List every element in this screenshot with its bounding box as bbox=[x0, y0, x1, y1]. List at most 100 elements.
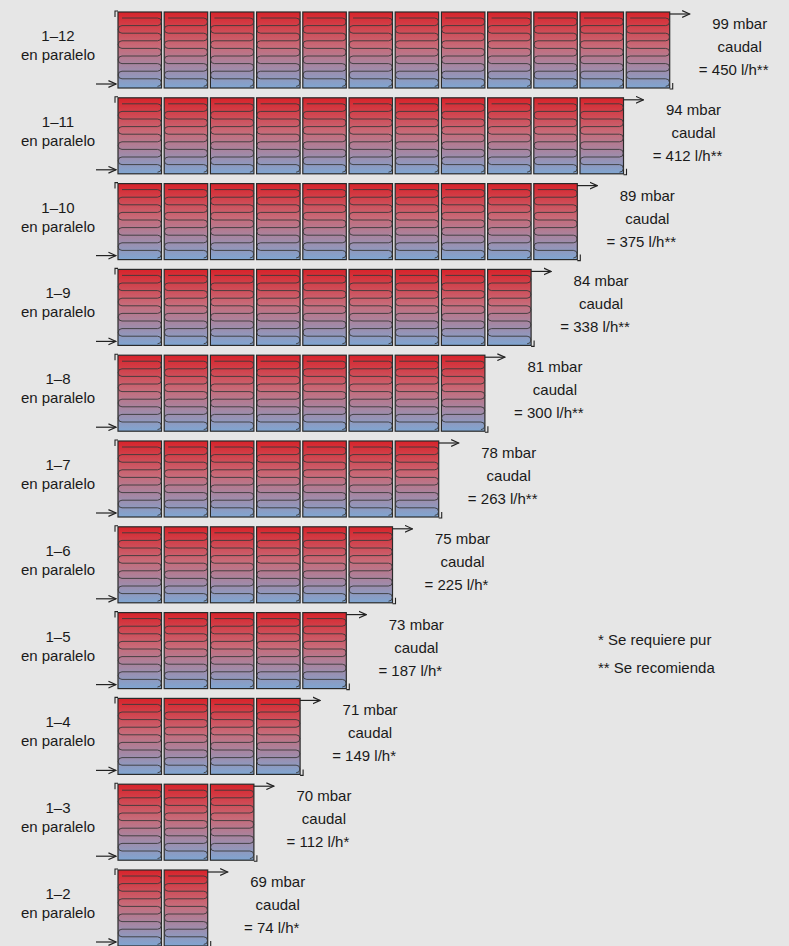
solar-collector bbox=[118, 441, 162, 517]
flow-rate: = 375 l/h** bbox=[606, 233, 676, 251]
absorber-tube bbox=[534, 190, 577, 258]
collector-body bbox=[118, 269, 162, 345]
row-label: en paralelo bbox=[21, 389, 95, 407]
collector-body bbox=[488, 12, 531, 88]
collector-body bbox=[257, 441, 301, 517]
absorber-tube bbox=[211, 704, 254, 772]
collector-body bbox=[349, 527, 393, 603]
solar-collector bbox=[441, 12, 485, 88]
row-label: en paralelo bbox=[21, 303, 95, 321]
row-label: 1–2 bbox=[45, 885, 70, 903]
header-cap bbox=[346, 684, 349, 690]
absorber-tube bbox=[534, 104, 577, 172]
header-cap bbox=[485, 426, 488, 432]
absorber-tube bbox=[118, 361, 161, 429]
absorber-tube bbox=[395, 447, 438, 515]
absorber-tube bbox=[118, 876, 161, 944]
collector-body bbox=[349, 355, 393, 431]
solar-collector bbox=[349, 355, 393, 431]
absorber-tube bbox=[488, 18, 531, 86]
absorber-tube bbox=[395, 361, 438, 429]
absorber-tube bbox=[580, 18, 623, 86]
solar-collector bbox=[441, 184, 485, 260]
collector-body bbox=[395, 12, 439, 88]
solar-collector bbox=[257, 441, 301, 517]
flow-label: caudal bbox=[440, 553, 484, 571]
collector-row bbox=[96, 11, 690, 89]
flow-label: caudal bbox=[671, 124, 715, 142]
flow-rate: = 450 l/h** bbox=[699, 61, 769, 79]
absorber-tube bbox=[303, 104, 346, 172]
collector-body bbox=[118, 527, 162, 603]
pressure-drop: 69 mbar bbox=[250, 873, 305, 891]
solar-collector bbox=[349, 269, 393, 345]
absorber-tube bbox=[442, 361, 485, 429]
absorber-tube bbox=[349, 275, 392, 343]
absorber-tube bbox=[211, 447, 254, 515]
absorber-tube bbox=[534, 18, 577, 86]
solar-collector bbox=[395, 184, 439, 260]
flow-rate: = 187 l/h* bbox=[378, 662, 442, 680]
solar-collector bbox=[534, 184, 578, 260]
solar-collector bbox=[164, 527, 208, 603]
pressure-drop: 89 mbar bbox=[620, 187, 675, 205]
solar-collector bbox=[164, 441, 208, 517]
outlet-arrow bbox=[346, 614, 366, 615]
solar-collector bbox=[626, 12, 670, 88]
absorber-tube bbox=[257, 619, 300, 687]
solar-collector bbox=[257, 269, 301, 345]
outlet-arrow bbox=[254, 786, 274, 787]
collector-body bbox=[349, 98, 393, 174]
header-cap bbox=[115, 11, 118, 17]
row-label: 1–6 bbox=[45, 542, 70, 560]
collector-body bbox=[349, 12, 393, 88]
flow-rate: = 412 l/h** bbox=[653, 147, 723, 165]
absorber-tube bbox=[395, 104, 438, 172]
solar-collector bbox=[118, 98, 162, 174]
header-cap bbox=[115, 354, 118, 360]
flow-rate: = 338 l/h** bbox=[560, 318, 630, 336]
absorber-tube bbox=[395, 18, 438, 86]
collector-body bbox=[349, 441, 393, 517]
solar-collector bbox=[303, 441, 347, 517]
collector-body bbox=[257, 98, 301, 174]
collector-body bbox=[303, 12, 347, 88]
footnote: * Se requiere pur bbox=[598, 631, 711, 649]
pressure-drop: 99 mbar bbox=[712, 15, 767, 33]
collector-body bbox=[580, 12, 624, 88]
solar-collector bbox=[118, 698, 162, 774]
solar-collector bbox=[488, 184, 531, 260]
collector-row bbox=[96, 526, 413, 604]
absorber-tube bbox=[303, 190, 346, 258]
collector-body bbox=[118, 184, 162, 260]
row-label: 1–3 bbox=[45, 799, 70, 817]
row-label: 1–4 bbox=[45, 713, 70, 731]
header-cap bbox=[115, 612, 118, 618]
collector-body bbox=[164, 441, 208, 517]
solar-collector bbox=[349, 184, 393, 260]
solar-collector bbox=[210, 613, 254, 689]
collector-body bbox=[118, 784, 162, 860]
row-label: en paralelo bbox=[21, 904, 95, 922]
absorber-tube bbox=[211, 18, 254, 86]
absorber-tube bbox=[257, 447, 300, 515]
header-cap bbox=[624, 169, 627, 175]
solar-collector bbox=[395, 12, 439, 88]
absorber-tube bbox=[211, 361, 254, 429]
flow-rate: = 300 l/h** bbox=[514, 404, 584, 422]
solar-collector bbox=[257, 355, 301, 431]
flow-label: caudal bbox=[579, 295, 623, 313]
absorber-tube bbox=[118, 619, 161, 687]
absorber-tube bbox=[257, 533, 300, 601]
flow-label: caudal bbox=[256, 896, 300, 914]
absorber-tube bbox=[442, 190, 485, 258]
header-cap bbox=[115, 526, 118, 532]
solar-collector bbox=[118, 527, 162, 603]
absorber-tube bbox=[164, 361, 207, 429]
outlet-arrow bbox=[208, 871, 228, 872]
flow-rate: = 149 l/h* bbox=[332, 747, 396, 765]
solar-collector bbox=[164, 12, 208, 88]
collector-body bbox=[164, 269, 208, 345]
absorber-tube bbox=[303, 533, 346, 601]
outlet-arrow bbox=[393, 528, 413, 529]
